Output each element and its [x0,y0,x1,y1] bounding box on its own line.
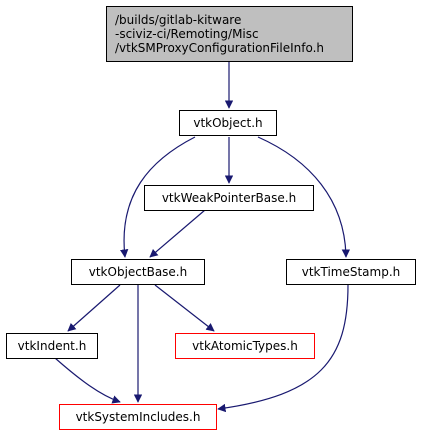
node-label: vtkAtomicTypes.h [192,339,298,353]
node-label: vtkIndent.h [17,339,87,353]
edge-vtktimestamp-to-vtksystemincludes [217,284,349,413]
edge-vtkobject-to-vtkobjectbase [119,136,196,258]
node-vtkindent[interactable]: vtkIndent.h [6,333,98,359]
node-vtkatomictypes: vtkAtomicTypes.h [175,333,315,359]
edge-vtkobjectbase-to-vtkindent [67,284,121,332]
root-file-node: /builds/gitlab-kitware -sciviz-ci/Remoti… [106,6,353,62]
root-path-line-3: /vtkSMProxyConfigurationFileInfo.h [115,41,325,55]
root-path-line-2: -sciviz-ci/Remoting/Misc [115,27,259,41]
root-path-line-1: /builds/gitlab-kitware [115,13,242,27]
node-label: vtkWeakPointerBase.h [161,191,297,205]
node-vtkweakpointerbase[interactable]: vtkWeakPointerBase.h [144,185,314,211]
edge-vtkobjectbase-to-vtkatomictypes [154,284,215,332]
node-vtkobject[interactable]: vtkObject.h [179,110,277,136]
edge-vtkindent-to-vtksystemincludes [54,357,121,404]
node-label: vtkSystemIncludes.h [75,410,201,424]
node-vtkobjectbase[interactable]: vtkObjectBase.h [71,259,205,285]
node-label: vtkTimeStamp.h [301,265,401,279]
node-vtktimestamp[interactable]: vtkTimeStamp.h [286,259,416,285]
node-label: vtkObject.h [193,116,263,130]
edge-vtkweakpointerbase-to-vtkobjectbase [149,209,206,258]
edge-vtkobject-to-vtktimestamp [257,136,351,258]
node-label: vtkObjectBase.h [88,265,188,279]
node-vtksystemincludes: vtkSystemIncludes.h [59,404,217,430]
